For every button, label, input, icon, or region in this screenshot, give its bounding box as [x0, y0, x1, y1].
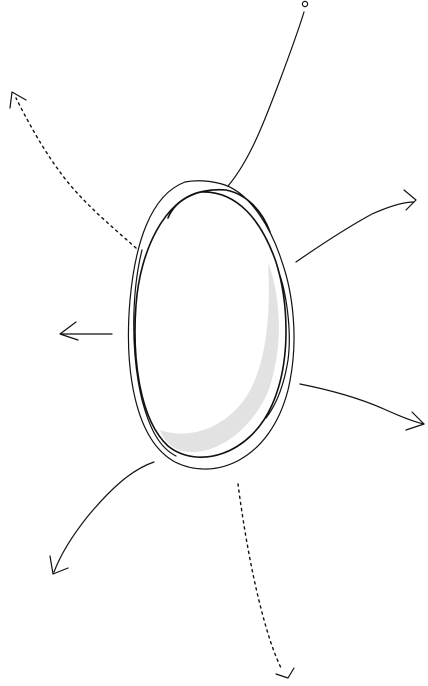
bottom-arrow [238, 484, 294, 678]
lower-left-arrowhead [50, 556, 68, 574]
right-lower-arrow-line [300, 384, 424, 424]
top-right-line-stroke [228, 12, 304, 186]
lower-left-arrow-line [54, 462, 154, 572]
right-upper-arrowhead [404, 190, 416, 210]
top-right-line-end-circle [302, 1, 307, 6]
upper-left-arrow-line [16, 98, 136, 248]
right-upper-arrow [296, 190, 416, 262]
bottom-arrowhead [276, 668, 294, 678]
bottom-arrow-line [238, 484, 282, 670]
upper-left-arrowhead [10, 92, 26, 108]
top-right-line [228, 1, 308, 186]
left-arrowhead [60, 322, 78, 340]
upper-left-arrow [10, 92, 136, 248]
egg-sketch-left [134, 250, 176, 456]
central-egg [128, 181, 294, 469]
right-upper-arrow-line [296, 202, 414, 262]
egg-outline-inner [135, 192, 286, 457]
right-lower-arrow [300, 384, 424, 430]
left-arrow [60, 322, 112, 340]
egg-sketch-top [168, 190, 270, 232]
lower-left-arrow [50, 462, 154, 574]
